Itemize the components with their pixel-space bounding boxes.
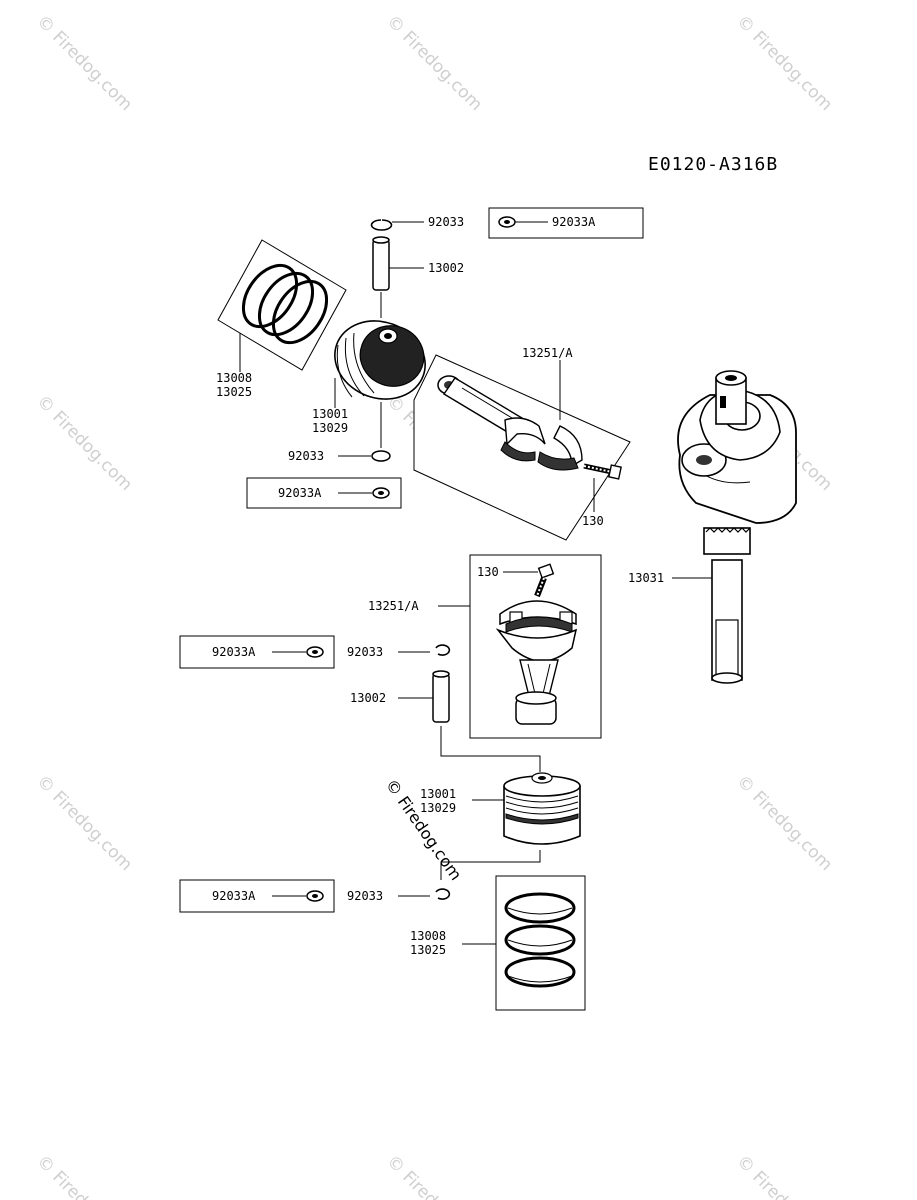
label-130-upper: 130: [582, 514, 604, 528]
circlip-lower-2: 92033: [347, 888, 451, 903]
ring-set-upper: 13008 13025: [216, 239, 347, 399]
piston-pin-lower: 13002: [350, 670, 541, 772]
label-13002-lower: 13002: [350, 691, 386, 705]
label-13001-upper: 13001: [312, 407, 348, 421]
label-13002-upper: 13002: [428, 261, 464, 275]
watermark: © Firedog.com: [32, 391, 136, 495]
watermark: © Firedog.com: [32, 1151, 136, 1200]
label-13001-lower: 13001: [420, 787, 456, 801]
circlip-alt-box-lower-1: 92033A: [179, 635, 335, 669]
label-13251A-upper: 13251/A: [522, 346, 573, 360]
label-92033A-upper-bottom: 92033A: [278, 486, 322, 500]
piston-pin-upper: 13002: [372, 236, 464, 318]
circlip-top: 92033: [370, 215, 464, 231]
label-92033-upper-bottom: 92033: [288, 449, 324, 463]
circlip-bottom-alt-box-upper: 92033A: [246, 477, 402, 509]
piston-lower: 13001 13029: [420, 772, 581, 880]
label-130-lower: 130: [477, 565, 499, 579]
connecting-rod-lower: 130 13251/A: [368, 554, 602, 739]
label-92033-lower-1: 92033: [347, 645, 383, 659]
piston-upper: 13001 13029: [312, 320, 426, 448]
crankshaft: 13031: [628, 370, 797, 684]
label-13251A-lower: 13251/A: [368, 599, 419, 613]
label-13025-upper: 13025: [216, 385, 252, 399]
circlip-lower-1: 92033: [347, 644, 451, 659]
label-13029-upper: 13029: [312, 421, 348, 435]
label-13031: 13031: [628, 571, 664, 585]
watermark: © Firedog.com: [732, 11, 836, 115]
watermark: © Firedog.com: [732, 1151, 836, 1200]
watermark: © Firedog.com: [32, 771, 136, 875]
label-92033A-lower-1: 92033A: [212, 645, 256, 659]
label-92033A-top: 92033A: [552, 215, 596, 229]
circlip-top-alt-box: 92033A: [488, 207, 644, 239]
watermark: © Firedog.com: [382, 11, 486, 115]
label-92033A-lower-2: 92033A: [212, 889, 256, 903]
label-13008-lower: 13008: [410, 929, 446, 943]
circlip-bottom-upper: 92033: [288, 449, 391, 463]
diagram-code: E0120-A316B: [648, 154, 778, 175]
label-13025-lower: 13025: [410, 943, 446, 957]
circlip-alt-box-lower-2: 92033A: [179, 879, 335, 913]
label-13008-upper: 13008: [216, 371, 252, 385]
connecting-rod-upper: 13251/A 130: [413, 346, 631, 541]
watermark: © Firedog.com: [32, 11, 136, 115]
watermark: © Firedog.com: [732, 771, 836, 875]
ring-set-lower: 13008 13025: [410, 875, 586, 1011]
label-92033-top: 92033: [428, 215, 464, 229]
label-92033-lower-2: 92033: [347, 889, 383, 903]
watermark: © Firedog.com: [382, 1151, 486, 1200]
label-13029-lower: 13029: [420, 801, 456, 815]
